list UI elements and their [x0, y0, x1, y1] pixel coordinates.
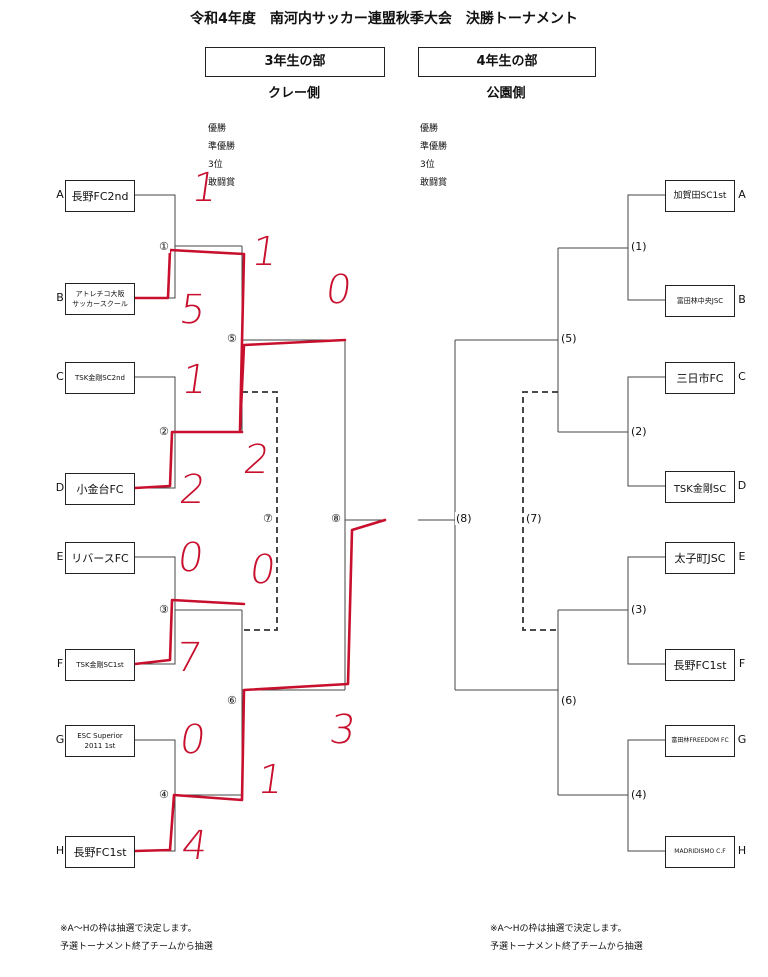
- seed-letter: F: [56, 657, 64, 670]
- seed-letter: C: [738, 370, 746, 383]
- match-label: (2): [630, 425, 648, 438]
- team-box: 富田林中央JSC: [665, 285, 735, 317]
- division-right-box: 4年生の部: [418, 47, 596, 77]
- seed-letter: B: [738, 293, 746, 306]
- match-label: ①: [158, 240, 170, 253]
- prize-first: 優勝: [208, 124, 227, 134]
- note-line: 予選トーナメント終了チームから抽選: [60, 942, 213, 952]
- match-label: (1): [630, 240, 648, 253]
- prize-fighting-spirit: 敢闘賞: [420, 178, 448, 188]
- seed-letter: D: [55, 481, 65, 494]
- seed-letter: G: [55, 733, 65, 746]
- seed-letter: H: [737, 844, 747, 857]
- team-box: ESC Superior 2011 1st: [65, 725, 135, 757]
- venue-left: クレー側: [267, 86, 320, 101]
- match-label: ③: [158, 603, 170, 616]
- team-box: TSK金剛SC: [665, 471, 735, 503]
- seed-letter: A: [56, 188, 64, 201]
- team-box: アトレチコ大阪 サッカースクール: [65, 283, 135, 315]
- team-box: 長野FC2nd: [65, 180, 135, 212]
- prize-second: 準優勝: [208, 142, 236, 152]
- winner-path-marks: [133, 248, 387, 853]
- venue-right: 公園側: [486, 86, 526, 101]
- match-label: ④: [158, 788, 170, 801]
- match-label: (4): [630, 788, 648, 801]
- prize-third: 3位: [420, 160, 435, 170]
- prize-list-right: 優勝 準優勝 3位 敢闘賞: [420, 120, 447, 192]
- match-label: ⑤: [226, 332, 238, 345]
- page-title: 令和4年度 南河内サッカー連盟秋季大会 決勝トーナメント: [190, 11, 578, 27]
- match-label: ②: [158, 425, 170, 438]
- prize-first: 優勝: [420, 124, 439, 134]
- note-line: ※A～Hの枠は抽選で決定します。: [490, 924, 627, 934]
- seed-letter: F: [738, 657, 746, 670]
- note-line: ※A～Hの枠は抽選で決定します。: [60, 924, 197, 934]
- prize-third: 3位: [208, 160, 223, 170]
- seed-letter: B: [56, 291, 64, 304]
- match-label: (7): [525, 512, 543, 525]
- team-box: 太子町JSC: [665, 542, 735, 574]
- note-right: ※A～Hの枠は抽選で決定します。 予選トーナメント終了チームから抽選: [490, 920, 643, 956]
- team-box: 長野FC1st: [665, 649, 735, 681]
- prize-fighting-spirit: 敢闘賞: [208, 178, 236, 188]
- match-label: (3): [630, 603, 648, 616]
- team-box: リバースFC: [65, 542, 135, 574]
- note-left: ※A～Hの枠は抽選で決定します。 予選トーナメント終了チームから抽選: [60, 920, 213, 956]
- team-box: TSK金剛SC1st: [65, 649, 135, 681]
- prize-second: 準優勝: [420, 142, 448, 152]
- note-line: 予選トーナメント終了チームから抽選: [490, 942, 643, 952]
- seed-letter: E: [738, 550, 746, 563]
- match-label: (8): [455, 512, 473, 525]
- team-box: MADRIDISMO C.F: [665, 836, 735, 868]
- seed-letter: A: [738, 188, 746, 201]
- match-label: ⑧: [330, 512, 342, 525]
- seed-letter: H: [55, 844, 65, 857]
- seed-letter: D: [737, 479, 747, 492]
- team-box: TSK金剛SC2nd: [65, 362, 135, 394]
- match-label: ⑥: [226, 694, 238, 707]
- seed-letter: G: [737, 733, 747, 746]
- division-left-box: 3年生の部: [205, 47, 385, 77]
- team-box: 富田林FREEDOM FC: [665, 725, 735, 757]
- team-box: 小金台FC: [65, 473, 135, 505]
- team-box: 加賀田SC1st: [665, 180, 735, 212]
- seed-letter: E: [56, 550, 64, 563]
- prize-list-left: 優勝 準優勝 3位 敢闘賞: [208, 120, 235, 192]
- match-label: (5): [560, 332, 578, 345]
- team-box: 三日市FC: [665, 362, 735, 394]
- match-label: ⑦: [262, 512, 274, 525]
- match-label: (6): [560, 694, 578, 707]
- seed-letter: C: [56, 370, 64, 383]
- team-box: 長野FC1st: [65, 836, 135, 868]
